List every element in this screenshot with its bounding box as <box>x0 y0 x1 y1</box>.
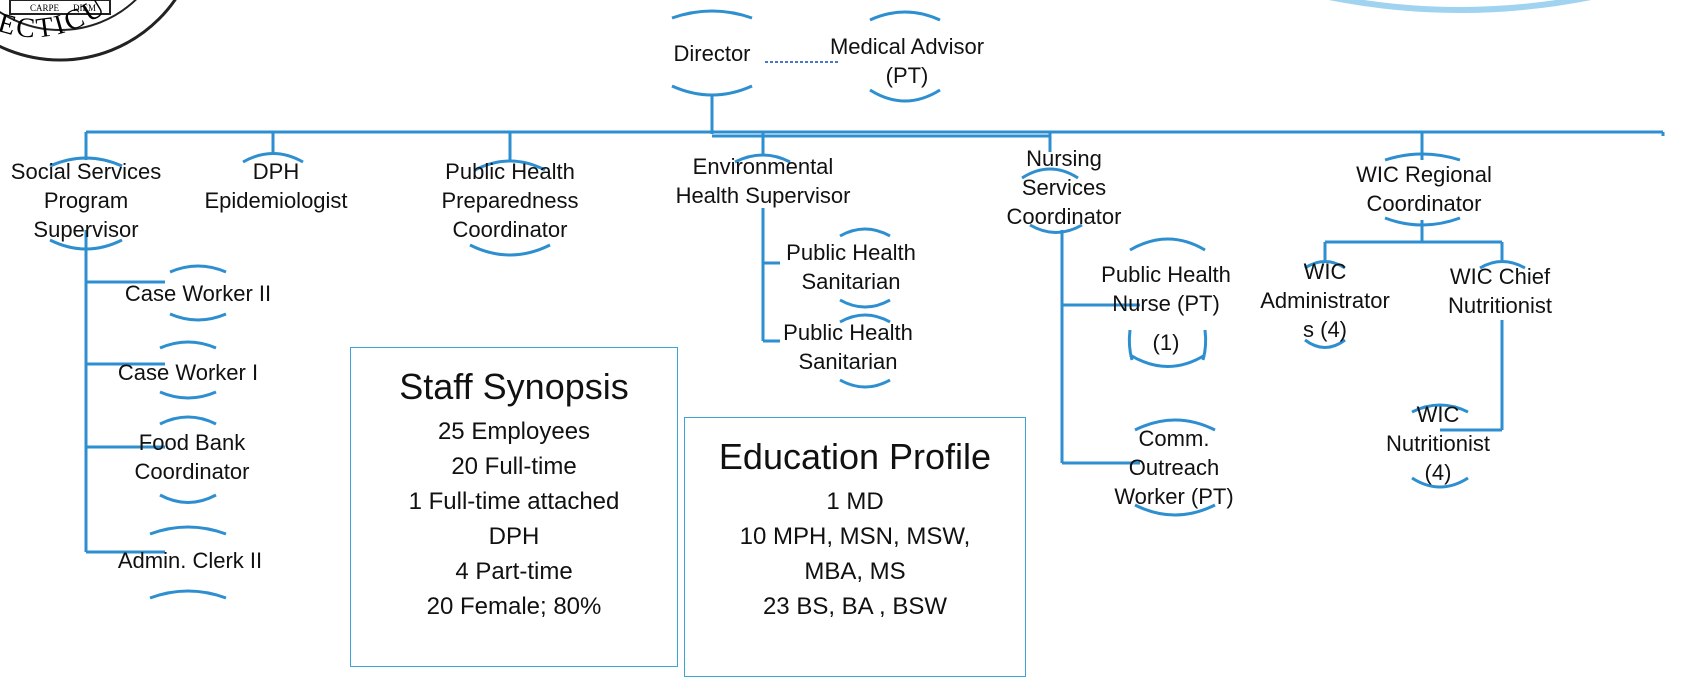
public-health-nurse-node: Public Health Nurse (PT) (1) <box>1101 260 1231 357</box>
social-services-supervisor-node: Social Services Program Supervisor <box>11 157 161 244</box>
node-label: Nurse (PT) <box>1112 291 1220 316</box>
dph-epidemiologist-node: DPH Epidemiologist <box>204 157 347 215</box>
node-label: (4) <box>1424 460 1452 485</box>
node-label: Case Worker II <box>124 281 272 306</box>
node-label: Social Services <box>10 159 162 184</box>
node-label: Coordinator <box>1006 204 1122 229</box>
sanitarian-node-1: Public Health Sanitarian <box>786 238 916 296</box>
node-label: Food Bank <box>138 430 246 455</box>
education-profile-box: Education Profile 1 MD 10 MPH, MSN, MSW,… <box>684 417 1026 677</box>
node-label: s (4) <box>1303 317 1347 342</box>
wic-administrators-node: WIC Administrator s (4) <box>1260 257 1390 344</box>
education-profile-line: 23 BS, BA , BSW <box>762 593 948 620</box>
staff-synopsis-line: 4 Part-time <box>455 558 573 585</box>
node-label: Supervisor <box>33 217 139 242</box>
node-label: Public Health <box>783 320 913 345</box>
node-label: Epidemiologist <box>204 188 348 213</box>
nursing-services-coordinator-node: Nursing Services Coordinator <box>1007 144 1122 231</box>
node-label: WIC Regional <box>1356 162 1492 187</box>
node-label: Public Health <box>445 159 575 184</box>
node-label: Admin. Clerk II <box>117 548 263 573</box>
svg-text:DIEM: DIEM <box>73 3 96 13</box>
staff-synopsis-line: 25 Employees <box>437 418 591 445</box>
food-bank-coordinator-node: Food Bank Coordinator <box>135 428 250 486</box>
staff-synopsis-title: Staff Synopsis <box>399 366 629 407</box>
node-label: Worker (PT) <box>1114 484 1234 509</box>
admin-clerk-ii-node: Admin. Clerk II <box>118 546 262 575</box>
node-label: Sanitarian <box>801 269 901 294</box>
node-label: Coordinator <box>1366 191 1482 216</box>
wic-nutritionist-node: WIC Nutritionist (4) <box>1386 400 1490 487</box>
education-profile-line: MBA, MS <box>804 558 906 585</box>
node-label: DPH <box>252 159 300 184</box>
connector-lines <box>84 95 1665 554</box>
svg-text:CARPE: CARPE <box>30 3 60 13</box>
node-arcs <box>49 9 1526 600</box>
staff-synopsis-box: Staff Synopsis 25 Employees 20 Full-time… <box>350 347 678 667</box>
staff-synopsis-line: 1 Full-time attached <box>408 488 620 515</box>
node-label: Sanitarian <box>798 349 898 374</box>
node-label: Program <box>43 188 129 213</box>
node-label: Coordinator <box>452 217 568 242</box>
org-chart-connectors <box>49 9 1665 600</box>
staff-synopsis-line: 20 Female; 80% <box>426 593 602 620</box>
case-worker-i-node: Case Worker I <box>118 358 258 387</box>
node-label: Preparedness <box>441 188 579 213</box>
node-label: Comm. <box>1138 426 1210 451</box>
node-label: Case Worker I <box>117 360 259 385</box>
case-worker-ii-node: Case Worker II <box>125 279 271 308</box>
preparedness-coordinator-node: Public Health Preparedness Coordinator <box>442 157 579 244</box>
node-label: Administrator <box>1260 288 1390 313</box>
node-label: Environmental <box>692 154 834 179</box>
director-node: Director <box>673 39 750 68</box>
staff-synopsis-line: 20 Full-time <box>451 453 577 480</box>
node-label: WIC Chief <box>1449 264 1551 289</box>
node-label: Nutritionist <box>1448 293 1552 318</box>
node-label: (1) <box>1152 330 1180 355</box>
node-label: WIC <box>1416 402 1460 427</box>
education-profile-line: 10 MPH, MSN, MSW, <box>739 523 971 550</box>
node-label: Nutritionist <box>1386 431 1490 456</box>
node-label: Medical Advisor <box>829 34 985 59</box>
education-profile-line: 1 MD <box>826 488 884 515</box>
decorative-corner-arc <box>1328 0 1592 13</box>
node-label: Nursing <box>1026 146 1102 171</box>
staff-synopsis-line: DPH <box>488 523 540 550</box>
comm-outreach-worker-node: Comm. Outreach Worker (PT) <box>1114 424 1233 511</box>
environmental-health-supervisor-node: Environmental Health Supervisor <box>676 152 851 210</box>
education-profile-title: Education Profile <box>718 436 992 477</box>
node-label: Services <box>1021 175 1107 200</box>
node-label: Director <box>673 41 751 66</box>
node-label: Coordinator <box>134 459 250 484</box>
medical-advisor-node: Medical Advisor (PT) <box>830 32 984 90</box>
node-spacer <box>1101 318 1231 328</box>
node-label: Public Health <box>1101 262 1231 287</box>
sanitarian-node-2: Public Health Sanitarian <box>783 318 913 376</box>
node-label: Public Health <box>786 240 916 265</box>
node-label: (PT) <box>885 63 929 88</box>
connecticut-seal-logo: CARPE DIEM ONNECTICU <box>0 0 177 62</box>
node-label: Health Supervisor <box>675 183 851 208</box>
wic-chief-nutritionist-node: WIC Chief Nutritionist <box>1448 262 1552 320</box>
wic-regional-coordinator-node: WIC Regional Coordinator <box>1356 160 1492 218</box>
node-label: WIC <box>1303 259 1347 284</box>
node-label: Outreach <box>1128 455 1220 480</box>
